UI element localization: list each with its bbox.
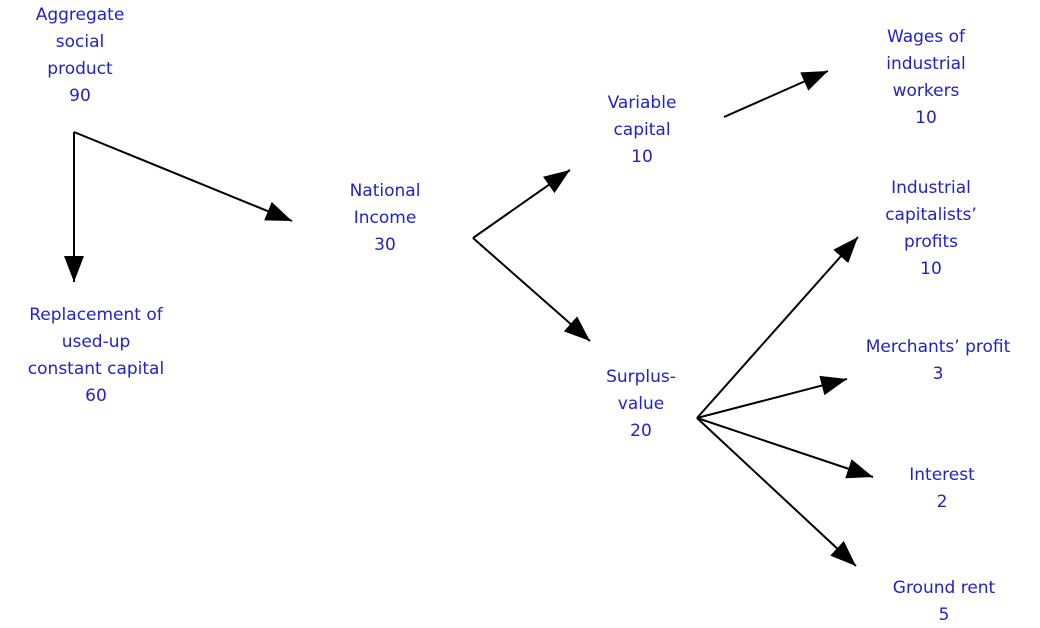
node-surplus-value: Surplus- value 20	[606, 367, 676, 441]
node-ground-rent: Ground rent 5	[892, 578, 996, 625]
node-national-income: National Income 30	[349, 181, 421, 255]
node-replacement-constant-capital: Replacement of used-up constant capital …	[27, 305, 165, 406]
arrow-surplus-value-to-merchants-profit	[696, 375, 848, 419]
arrow-surplus-value-to-ground-rent	[696, 417, 857, 567]
node-variable-capital: Variable capital 10	[607, 93, 677, 167]
node-wages-industrial-workers: Wages of industrial workers 10	[886, 27, 966, 128]
node-industrial-capitalists-profits: Industrial capitalists’ profits 10	[885, 178, 977, 279]
arrow-surplus-value-to-interest	[696, 417, 874, 479]
arrow-variable-capital-to-wages	[723, 70, 829, 118]
node-interest: Interest 2	[909, 465, 975, 512]
node-merchants-profit: Merchants’ profit 3	[865, 337, 1011, 384]
node-aggregate-social-product: Aggregate social product 90	[35, 5, 125, 106]
arrow-aggregate-to-national-income	[73, 131, 293, 222]
arrow-national-income-to-variable-capital	[472, 169, 571, 239]
arrow-surplus-value-to-industrial-profits	[696, 236, 859, 419]
arrow-national-income-to-surplus-value	[472, 237, 591, 342]
